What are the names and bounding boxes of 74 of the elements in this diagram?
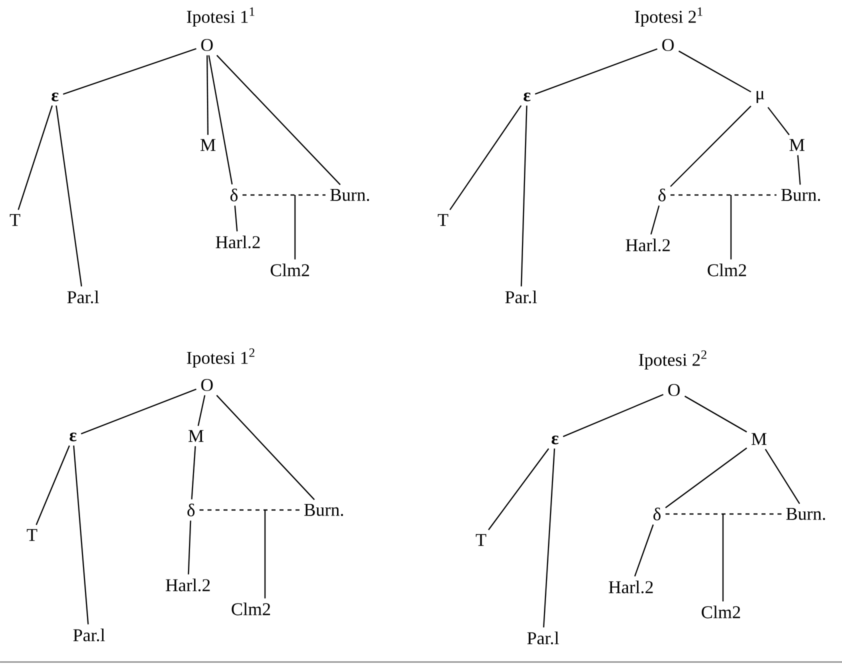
tree-line	[534, 48, 658, 95]
tree-line	[216, 54, 341, 186]
node-label: M	[188, 430, 204, 442]
tree-line	[208, 55, 233, 184]
tree-line	[216, 394, 315, 500]
node-label: M	[752, 433, 766, 445]
node-label: Clm2	[270, 264, 310, 276]
tree-line	[188, 520, 192, 574]
node-label: O	[201, 38, 213, 52]
tree-line	[449, 105, 522, 210]
node-label: O	[662, 38, 674, 52]
tree-line	[56, 106, 82, 286]
node-label: Burn.	[330, 188, 370, 201]
tree-line	[670, 106, 752, 187]
node-label: M	[200, 139, 216, 151]
node-label: δ	[658, 188, 666, 202]
tree-line	[488, 448, 550, 530]
node-label: Burn.	[786, 508, 826, 520]
node-label: T	[476, 534, 486, 546]
tree-title: Ipotesi 2$^{2}$	[638, 350, 706, 370]
node-label: Par.l	[527, 632, 559, 644]
tree-line	[36, 445, 70, 526]
tree-line	[18, 105, 53, 210]
node-label: ε	[52, 92, 58, 102]
tree-line	[234, 206, 238, 232]
tree-line	[665, 448, 748, 508]
node-label: Clm2	[232, 602, 270, 616]
node-label: M	[790, 139, 804, 151]
node-label: Par.l	[73, 628, 105, 642]
tree-line	[684, 396, 748, 432]
tree-line	[678, 50, 752, 92]
node-label: ε	[552, 436, 558, 444]
tree-line	[62, 48, 196, 95]
node-label: Harl.2	[216, 236, 260, 248]
node-label: Burn.	[781, 188, 820, 201]
bracket-line	[670, 194, 776, 260]
node-label: Clm2	[702, 606, 740, 618]
node-label: Burn.	[304, 504, 344, 516]
tree-line	[80, 388, 196, 434]
node-label: Harl.2	[608, 580, 653, 594]
tree-line	[562, 394, 664, 438]
node-label: Harl.2	[626, 238, 670, 252]
node-label: Par.l	[505, 290, 537, 304]
tree-line	[73, 446, 89, 624]
tree-line	[543, 448, 556, 628]
bracket-line	[666, 513, 782, 602]
node-label: ε	[70, 432, 76, 442]
tree-line	[191, 446, 196, 500]
node-label: μ	[756, 90, 764, 104]
node-label: δ	[187, 504, 195, 516]
tree-line	[797, 155, 801, 185]
bracket-line	[200, 509, 300, 598]
node-label: δ	[653, 508, 661, 520]
tree-title: Ipotesi 1$^{1}$	[186, 7, 254, 27]
tree-line	[206, 55, 208, 135]
bracket-line	[242, 194, 326, 260]
node-label: T	[10, 214, 20, 226]
node-label: O	[668, 384, 680, 396]
tree-line	[198, 395, 206, 426]
tree-line	[520, 106, 528, 286]
node-label: Par.l	[67, 290, 99, 304]
node-label: ε	[524, 92, 530, 102]
node-label: O	[201, 378, 213, 392]
tree-title: Ipotesi 1$^{2}$	[186, 348, 254, 368]
tree-line	[764, 448, 800, 504]
tree-line	[634, 524, 654, 577]
node-label: Harl.2	[166, 578, 210, 592]
tree-line	[650, 205, 660, 235]
node-label: T	[438, 214, 448, 226]
node-label: Clm2	[708, 264, 746, 276]
tree-line	[767, 106, 790, 136]
node-label: T	[26, 529, 38, 541]
node-label: δ	[230, 188, 238, 202]
tree-title: Ipotesi 2$^{1}$	[634, 7, 702, 27]
